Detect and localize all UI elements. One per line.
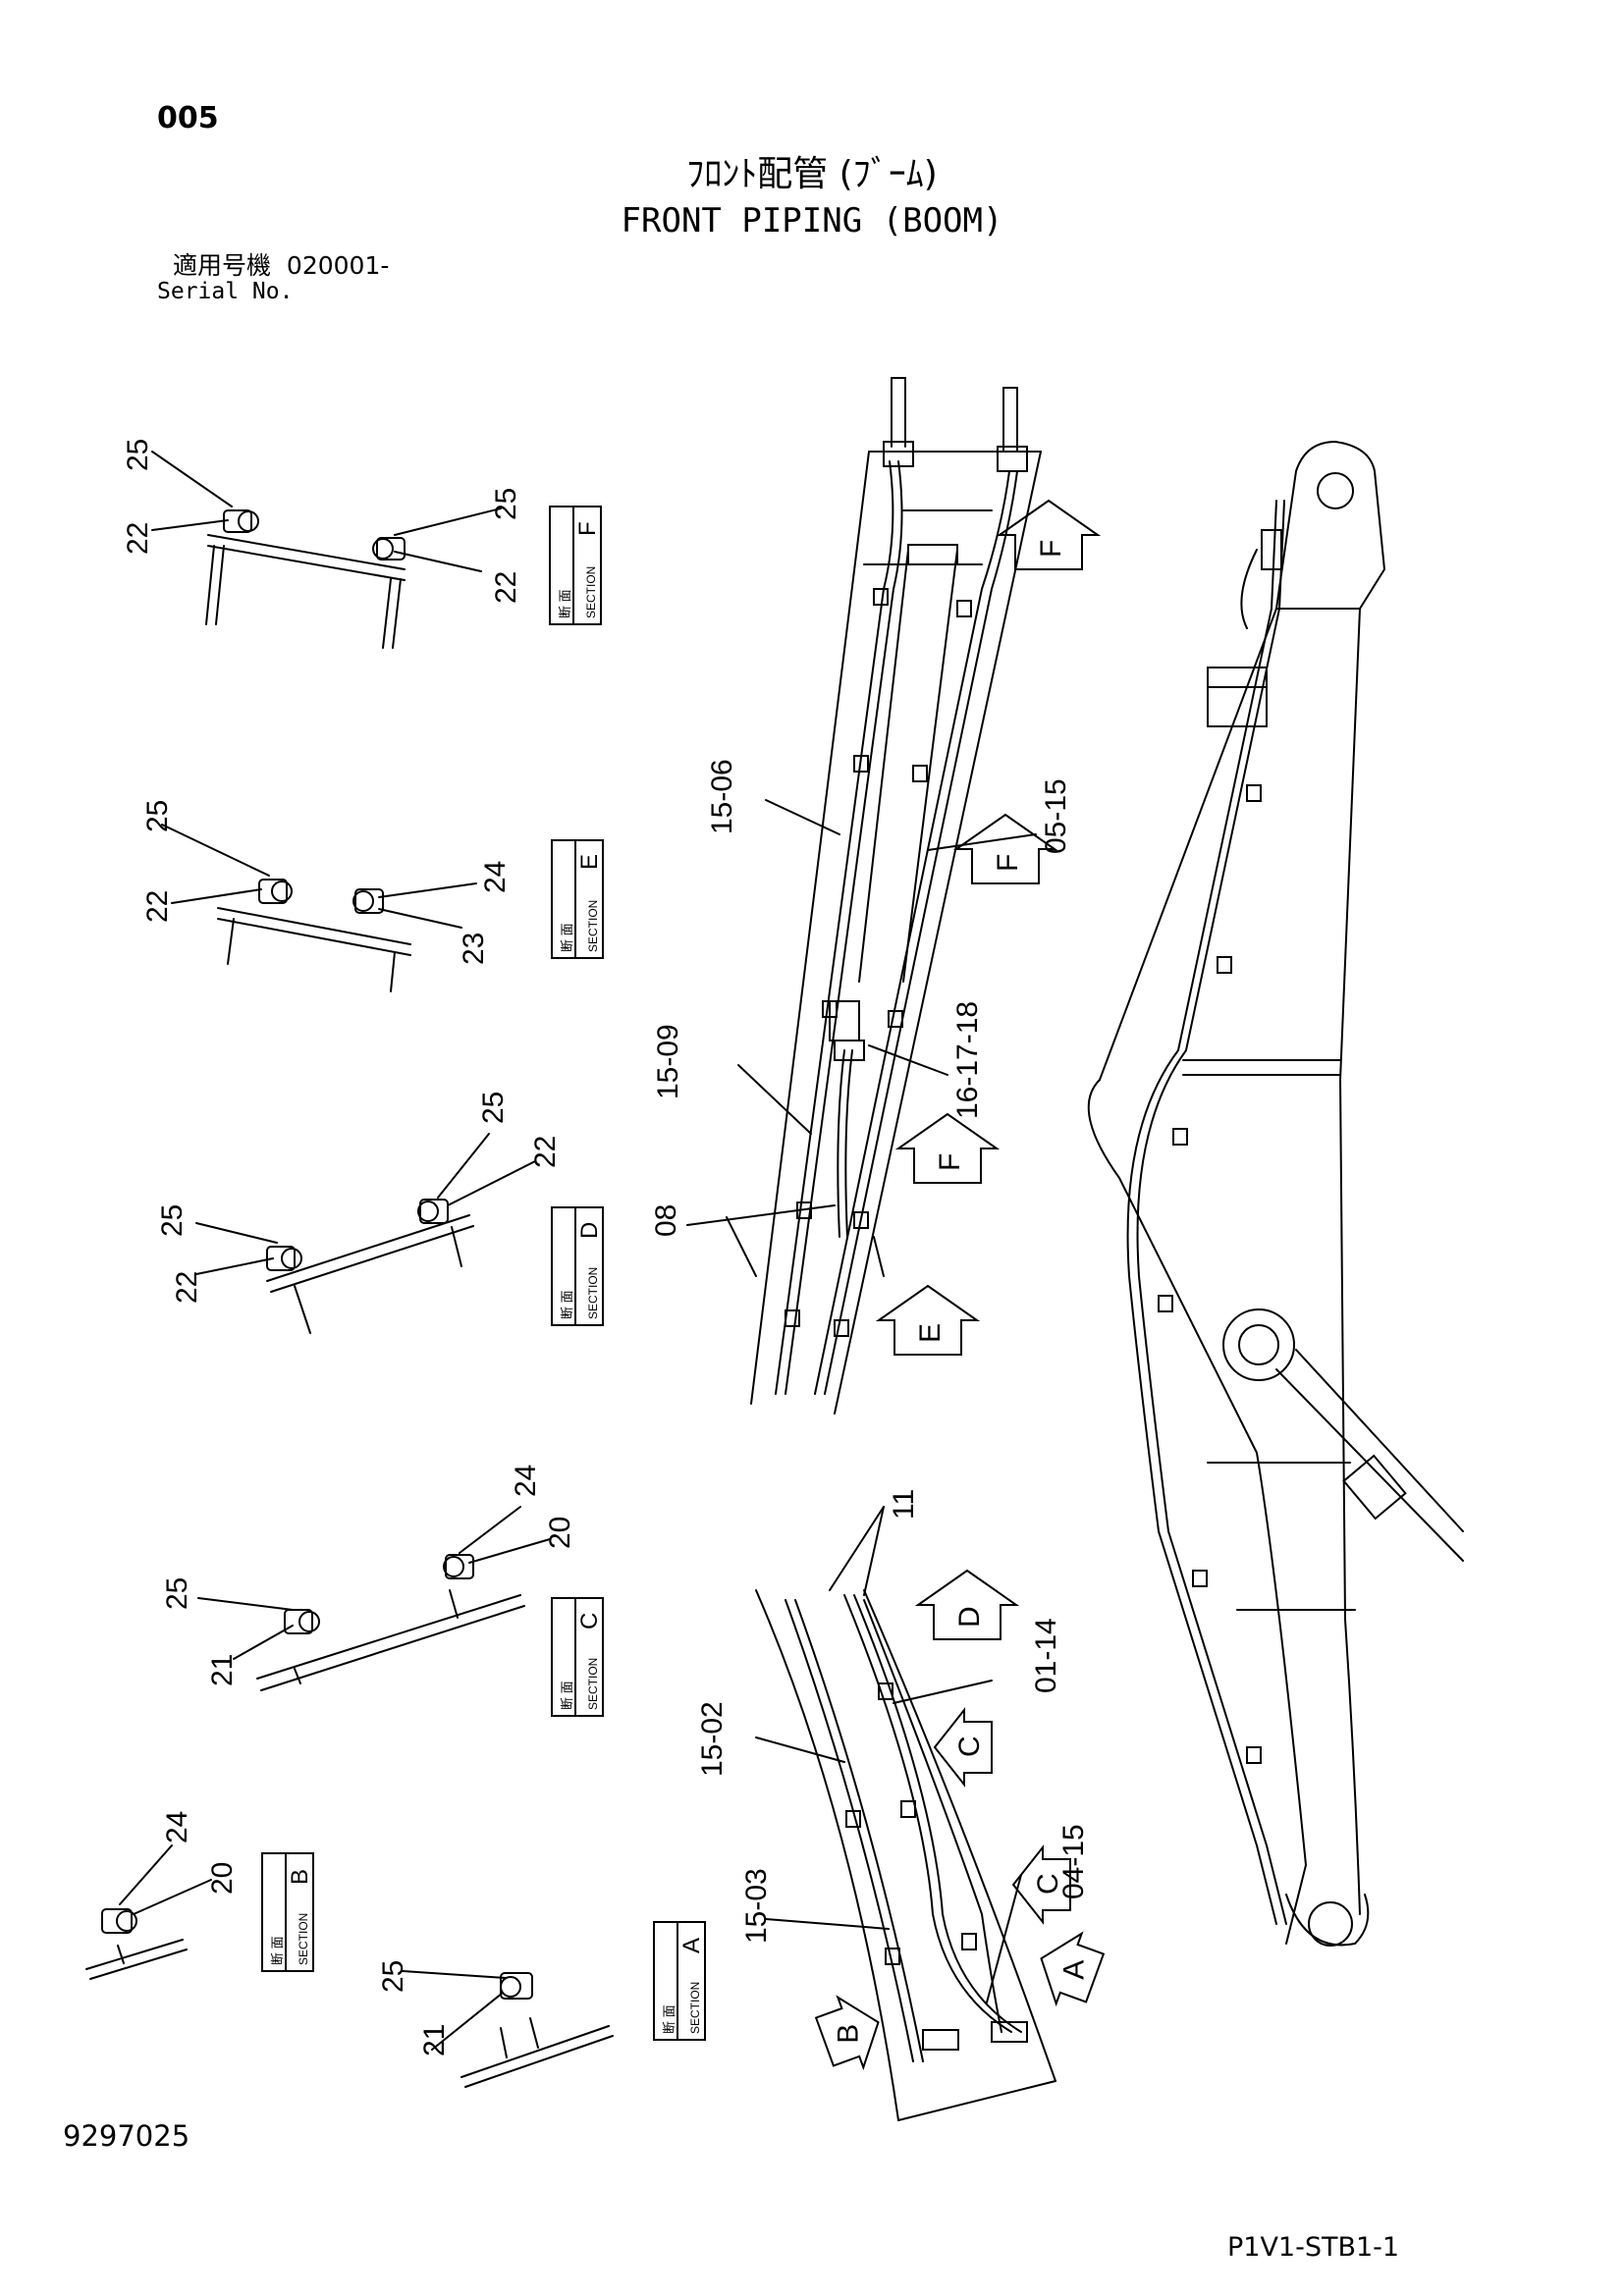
label-c-25: 25 — [161, 1577, 193, 1610]
label-15-03: 15-03 — [740, 1868, 773, 1944]
svg-text:断 面: 断 面 — [662, 2004, 677, 2034]
label-e-24: 24 — [479, 861, 512, 893]
label-11: 11 — [888, 1489, 920, 1520]
label-b-20: 20 — [206, 1862, 239, 1895]
label-04-15: 04-15 — [1057, 1824, 1090, 1899]
boom-top-view-lower — [755, 1506, 1056, 2121]
label-15-02: 15-02 — [696, 1701, 729, 1777]
label-16-17-18: 16-17-18 — [951, 1001, 984, 1119]
section-a-detail — [402, 1970, 614, 2088]
label-b-24: 24 — [161, 1811, 193, 1843]
label-e-23: 23 — [458, 933, 490, 965]
serial-value: 020001- — [286, 251, 390, 280]
label-c-20: 20 — [544, 1517, 576, 1549]
section-e-detail — [161, 824, 477, 992]
serial-line-japanese: 適用号機 020001- — [173, 253, 389, 278]
svg-text:断 面: 断 面 — [270, 1936, 285, 1965]
svg-text:C: C — [953, 1735, 986, 1757]
svg-text:F: F — [1035, 540, 1067, 558]
label-f-25b: 25 — [490, 488, 522, 520]
svg-text:C: C — [1032, 1873, 1064, 1895]
svg-text:F: F — [992, 854, 1024, 872]
label-e-22: 22 — [141, 890, 174, 923]
serial-label-jp: 適用号機 — [173, 251, 272, 280]
view-arrow-b: B — [814, 1995, 880, 2071]
label-d-22b: 22 — [529, 1136, 562, 1168]
section-b-detail — [85, 1844, 212, 1980]
svg-text:SECTION: SECTION — [688, 1982, 702, 2034]
svg-text:SECTION: SECTION — [297, 1913, 310, 1965]
label-d-25b: 25 — [477, 1092, 510, 1124]
boom-top-view-upper — [686, 377, 1042, 1415]
label-d-25a: 25 — [156, 1204, 189, 1237]
svg-text:断 面: 断 面 — [560, 1681, 574, 1710]
section-box-b: B SECTION 断 面 — [261, 1852, 314, 1972]
section-d-detail — [195, 1133, 536, 1334]
section-c-detail — [197, 1506, 551, 1691]
view-arrow-f-2: F — [952, 813, 1058, 884]
label-f-22b: 22 — [490, 571, 522, 604]
page-code: P1V1-STB1-1 — [1227, 2232, 1400, 2263]
view-arrow-c-2: C — [1011, 1844, 1071, 1925]
title-english: FRONT PIPING (BOOM) — [621, 201, 1003, 240]
view-arrows: F F F E D C C A — [814, 499, 1106, 2071]
label-f-22a: 22 — [122, 522, 154, 555]
section-box-d: D SECTION 断 面 — [551, 1206, 604, 1326]
view-arrow-f-1: F — [996, 499, 1102, 570]
label-08: 08 — [650, 1204, 682, 1237]
svg-text:B: B — [287, 1869, 313, 1885]
svg-text:D: D — [953, 1606, 986, 1628]
svg-text:断 面: 断 面 — [560, 923, 574, 952]
svg-text:SECTION: SECTION — [586, 1267, 600, 1319]
svg-text:SECTION: SECTION — [584, 566, 598, 618]
title-japanese: ﾌﾛﾝﾄ配管 (ﾌﾞｰﾑ) — [686, 154, 938, 194]
label-15-09: 15-09 — [652, 1024, 684, 1099]
svg-text:断 面: 断 面 — [558, 589, 572, 618]
view-arrow-e: E — [875, 1284, 981, 1356]
boom-side-view — [1087, 440, 1464, 1947]
page-number: 005 — [157, 101, 219, 135]
svg-text:E: E — [576, 854, 603, 870]
svg-text:断 面: 断 面 — [560, 1290, 574, 1319]
svg-text:F: F — [574, 521, 601, 536]
label-a-25: 25 — [377, 1960, 409, 1993]
svg-text:SECTION: SECTION — [586, 900, 600, 952]
label-01-14: 01-14 — [1030, 1618, 1062, 1693]
label-15-06: 15-06 — [706, 759, 738, 834]
svg-text:C: C — [576, 1613, 603, 1629]
serial-label-english: Serial No. — [157, 279, 294, 304]
label-a-21: 21 — [418, 2024, 451, 2056]
label-e-25: 25 — [141, 800, 174, 832]
view-arrow-d: D — [914, 1569, 1020, 1640]
section-box-e: E SECTION 断 面 — [551, 839, 604, 959]
section-box-a: A SECTION 断 面 — [653, 1921, 706, 2041]
view-arrow-c-1: C — [933, 1707, 993, 1788]
label-c-21: 21 — [206, 1654, 239, 1686]
label-f-25a: 25 — [122, 439, 154, 471]
svg-text:D: D — [576, 1222, 603, 1239]
label-c-24: 24 — [510, 1465, 542, 1497]
svg-text:E: E — [914, 1323, 947, 1343]
section-box-c: C SECTION 断 面 — [551, 1597, 604, 1717]
view-arrow-f-3: F — [894, 1112, 1001, 1184]
drawing-number: 9297025 — [63, 2119, 190, 2153]
label-d-22a: 22 — [171, 1271, 203, 1304]
view-arrow-a: A — [1040, 1931, 1106, 2007]
svg-text:F: F — [934, 1153, 966, 1171]
svg-text:A: A — [1057, 1960, 1090, 1980]
section-box-f: F SECTION 断 面 — [549, 506, 602, 625]
svg-text:B: B — [833, 2024, 865, 2044]
svg-text:SECTION: SECTION — [586, 1658, 600, 1710]
section-f-detail — [151, 451, 502, 649]
svg-text:A: A — [678, 1938, 705, 1953]
